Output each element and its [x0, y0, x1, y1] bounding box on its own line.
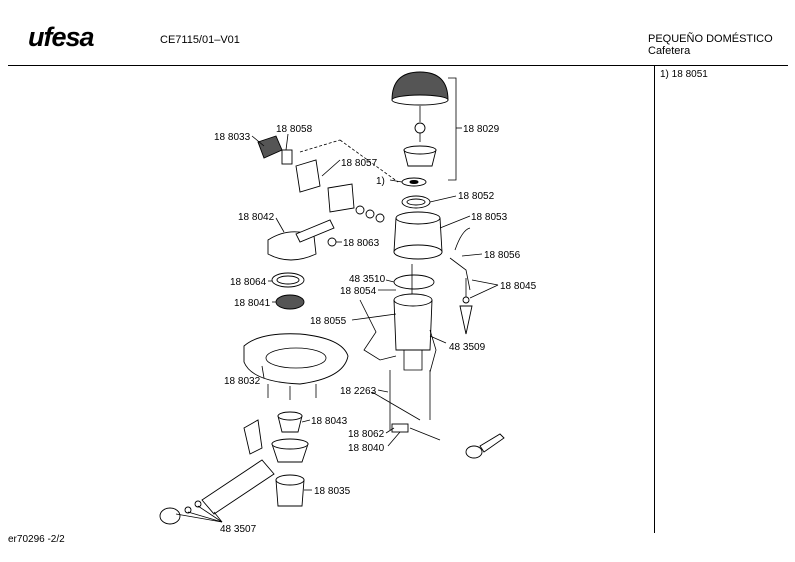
callout-188054: 18 8054 — [340, 286, 377, 297]
header-divider — [8, 65, 788, 66]
shower-screen — [275, 294, 305, 310]
switch-bracket — [295, 159, 321, 193]
pump-body — [327, 183, 355, 213]
callout-188062: 18 8062 — [348, 429, 385, 440]
parts-drawing — [159, 71, 505, 525]
switch-knob — [257, 135, 283, 159]
knob-nut — [414, 122, 426, 134]
callout-188055: 18 8055 — [310, 316, 347, 327]
category-title: PEQUEÑO DOMÉSTICO — [648, 33, 773, 45]
measuring-spoon — [465, 445, 483, 459]
callout-188041: 18 8041 — [234, 298, 271, 309]
leader-lines — [175, 77, 499, 523]
brand-logo: ufesa — [28, 22, 95, 52]
callout-188052: 18 8052 — [458, 191, 495, 202]
callout-188058: 18 8058 — [276, 124, 313, 135]
screw — [327, 237, 337, 247]
callout-188053: 18 8053 — [471, 212, 508, 223]
footer-reference: er70296 -2/2 — [8, 534, 65, 545]
heating-probe — [459, 305, 473, 335]
holder-bracket — [243, 419, 263, 455]
side-divider — [654, 65, 655, 533]
callout-188063: 18 8063 — [343, 238, 380, 249]
model-code: CE7115/01–V01 — [160, 34, 240, 46]
callout-483510: 48 3510 — [349, 274, 386, 285]
callout-188057: 18 8057 — [341, 158, 378, 169]
category-subtitle: Cafetera — [648, 45, 691, 57]
callout-483509: 48 3509 — [449, 342, 486, 353]
side-note: 1) 18 8051 — [660, 69, 708, 80]
dome-lid-rim — [391, 94, 449, 106]
callout-182263: 18 2263 — [340, 386, 377, 397]
callout-188033: 18 8033 — [214, 132, 251, 143]
callout-188042: 18 8042 — [238, 212, 275, 223]
callout-188064: 18 8064 — [230, 277, 267, 288]
callout-188035: 18 8035 — [314, 486, 351, 497]
callout-labels: 18 8029 18 8033 18 8058 18 8057 1) 18 80… — [214, 124, 537, 535]
callout-188040: 18 8040 — [348, 443, 385, 454]
callout-188056: 18 8056 — [484, 250, 521, 261]
callout-188043: 18 8043 — [311, 416, 348, 427]
clip — [391, 423, 409, 433]
filter-holder-handle — [201, 459, 275, 515]
callout-188029: 18 8029 — [463, 124, 500, 135]
callout-188045: 18 8045 — [500, 281, 537, 292]
callout-483507: 48 3507 — [220, 524, 257, 535]
handle-knob — [159, 507, 181, 525]
o-ring — [393, 274, 435, 290]
base-plate — [243, 333, 349, 385]
dome-lid — [391, 71, 449, 101]
callout-188032: 18 8032 — [224, 376, 261, 387]
boiler-tank — [393, 299, 433, 351]
callout-1: 1) — [376, 176, 385, 187]
